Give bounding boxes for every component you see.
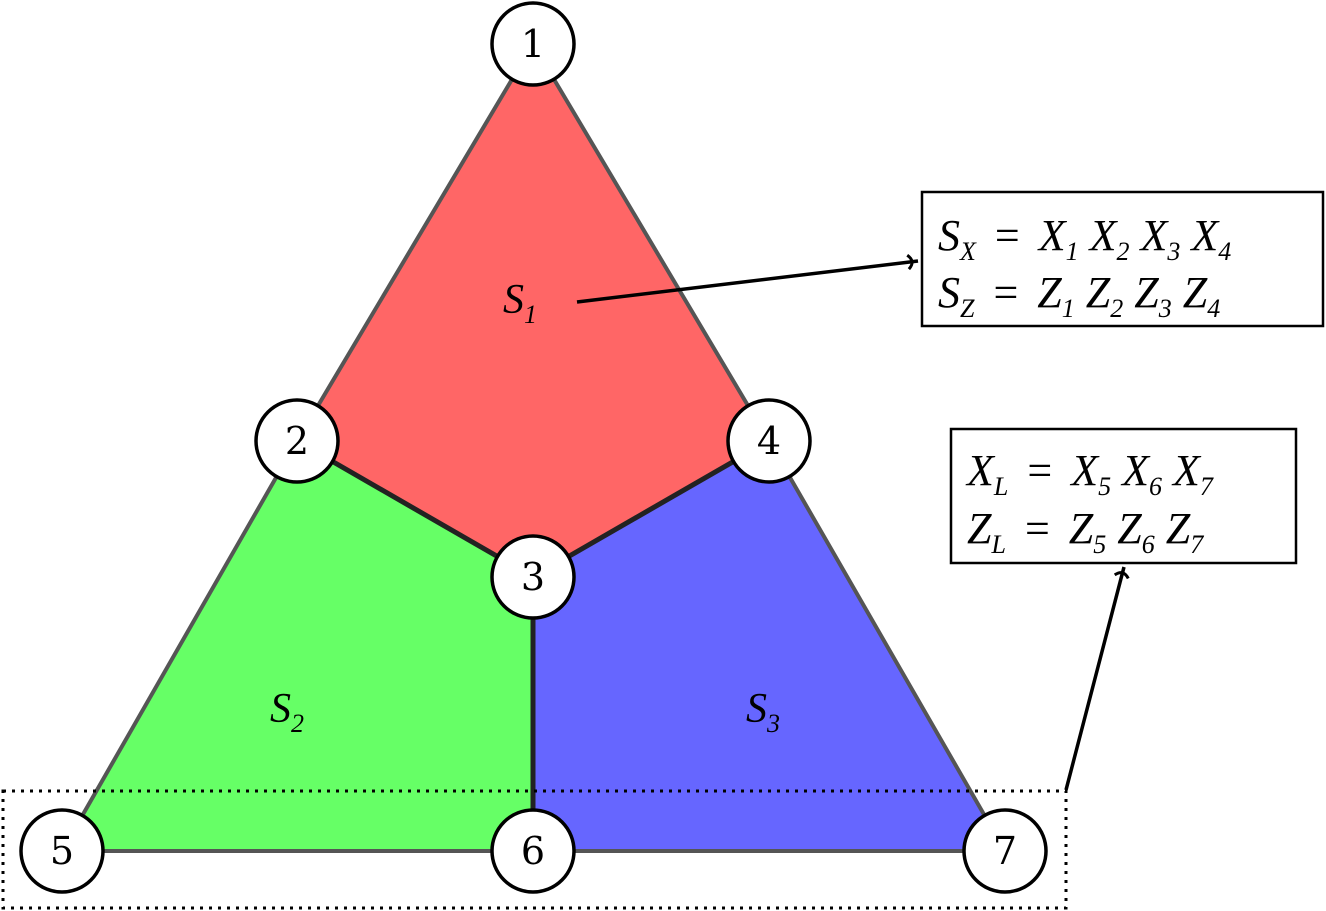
qubit-node-6: 6 <box>490 808 576 894</box>
stabilizer-sx: SX = X1 X2 X3 X4 <box>938 211 1231 270</box>
arrow-logical-to-box <box>1064 566 1124 791</box>
svg-text:5: 5 <box>50 829 74 873</box>
region-label-s1: S1 <box>503 277 537 329</box>
svg-text:2: 2 <box>285 419 309 463</box>
svg-text:1: 1 <box>521 22 545 66</box>
stabilizer-sz: SZ = Z1 Z2 Z3 Z4 <box>938 268 1220 327</box>
svg-text:7: 7 <box>993 829 1017 873</box>
svg-text:4: 4 <box>757 419 781 463</box>
qubit-node-2: 2 <box>254 398 340 484</box>
logical-zl: ZL = Z5 Z6 Z7 <box>967 504 1204 563</box>
qubit-node-4: 4 <box>726 398 812 484</box>
edge-3-4 <box>531 438 771 580</box>
stabilizer-box: SX = X1 X2 X3 X4 SZ = Z1 Z2 Z3 Z4 <box>920 190 1325 328</box>
qubit-node-3: 3 <box>490 534 576 620</box>
region-label-s3: S3 <box>746 686 780 738</box>
qubit-node-1: 1 <box>490 1 576 87</box>
logical-xl: XL = X5 X6 X7 <box>965 446 1214 505</box>
logical-operators-box: XL = X5 X6 X7 ZL = Z5 Z6 Z7 <box>949 427 1298 565</box>
region-label-s2: S2 <box>270 686 304 738</box>
qubit-node-7: 7 <box>962 808 1048 894</box>
qubit-node-5: 5 <box>19 808 105 894</box>
logical-support-box <box>1 789 1068 910</box>
svg-text:6: 6 <box>521 829 545 873</box>
arrow-s1-to-stabilizers <box>576 261 919 304</box>
edge-2-3 <box>295 438 535 580</box>
svg-text:3: 3 <box>521 555 545 599</box>
